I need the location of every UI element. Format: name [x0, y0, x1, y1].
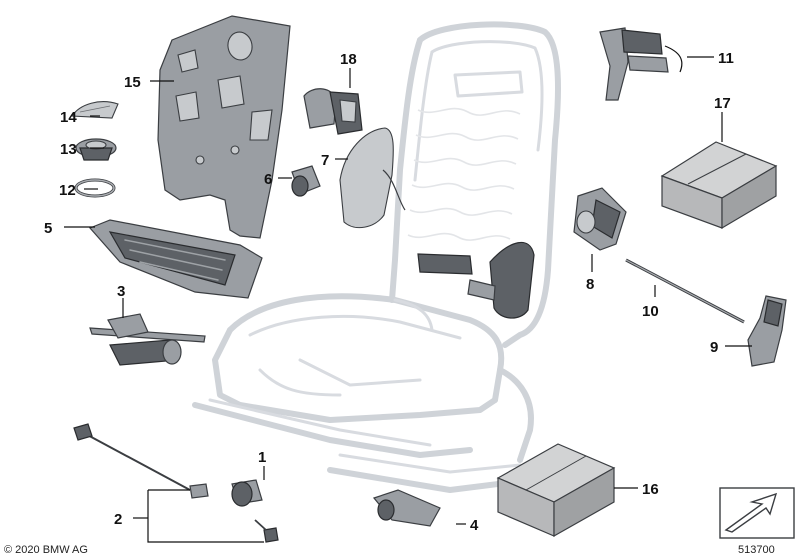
callout-7: 7: [321, 152, 329, 169]
callout-15: 15: [124, 74, 141, 91]
part-11-motor-bracket: [599, 27, 683, 101]
diagram-number: 513700: [738, 544, 775, 556]
callout-6: 6: [264, 171, 272, 188]
callout-16: 16: [642, 481, 659, 498]
part-16-box: [496, 443, 616, 538]
callout-12: 12: [59, 182, 76, 199]
part-10-rod: [625, 258, 745, 324]
part-3-motor-spindle: [89, 313, 206, 366]
callout-18: 18: [340, 51, 357, 68]
part-9-adjuster: [747, 295, 787, 367]
part-4-bracket: [372, 489, 441, 527]
callout-13: 13: [60, 141, 77, 158]
copyright-text: © 2020 BMW AG: [4, 544, 88, 556]
callout-11: 11: [718, 50, 734, 67]
callout-8: 8: [586, 276, 594, 293]
arrow-icon-box: [719, 487, 795, 539]
callout-17: 17: [714, 95, 731, 112]
part-18-mechanism: [303, 88, 363, 135]
part-5-seat-pan: [88, 219, 263, 299]
part-12-ring: [74, 178, 116, 198]
part-17-box: [660, 141, 778, 230]
part-6-motor: [291, 165, 321, 197]
callouts: 1 2 3 4 5 6 7 8 9 10 11 12 13 14 15 16 1…: [44, 50, 734, 534]
part-8-motor-gearbox: [573, 187, 627, 251]
part-1-motor: [231, 479, 263, 507]
callout-3: 3: [117, 283, 125, 300]
part-14-speaker-grille: [71, 101, 119, 119]
seat-frame: [192, 21, 561, 493]
callout-14: 14: [60, 109, 77, 126]
leader-lines: [64, 56, 752, 543]
callout-10: 10: [642, 303, 659, 320]
callout-2: 2: [114, 511, 122, 528]
callout-4: 4: [470, 517, 479, 534]
callout-5: 5: [44, 220, 52, 237]
callout-9: 9: [710, 339, 718, 356]
part-7-side-bolster: [339, 127, 406, 229]
lumbar-unit: [417, 241, 535, 319]
part-13-speaker: [75, 138, 117, 161]
part-15-backrest-panel: [157, 15, 291, 239]
callout-1: 1: [258, 449, 266, 466]
part-2-flex-shaft: [73, 423, 279, 543]
